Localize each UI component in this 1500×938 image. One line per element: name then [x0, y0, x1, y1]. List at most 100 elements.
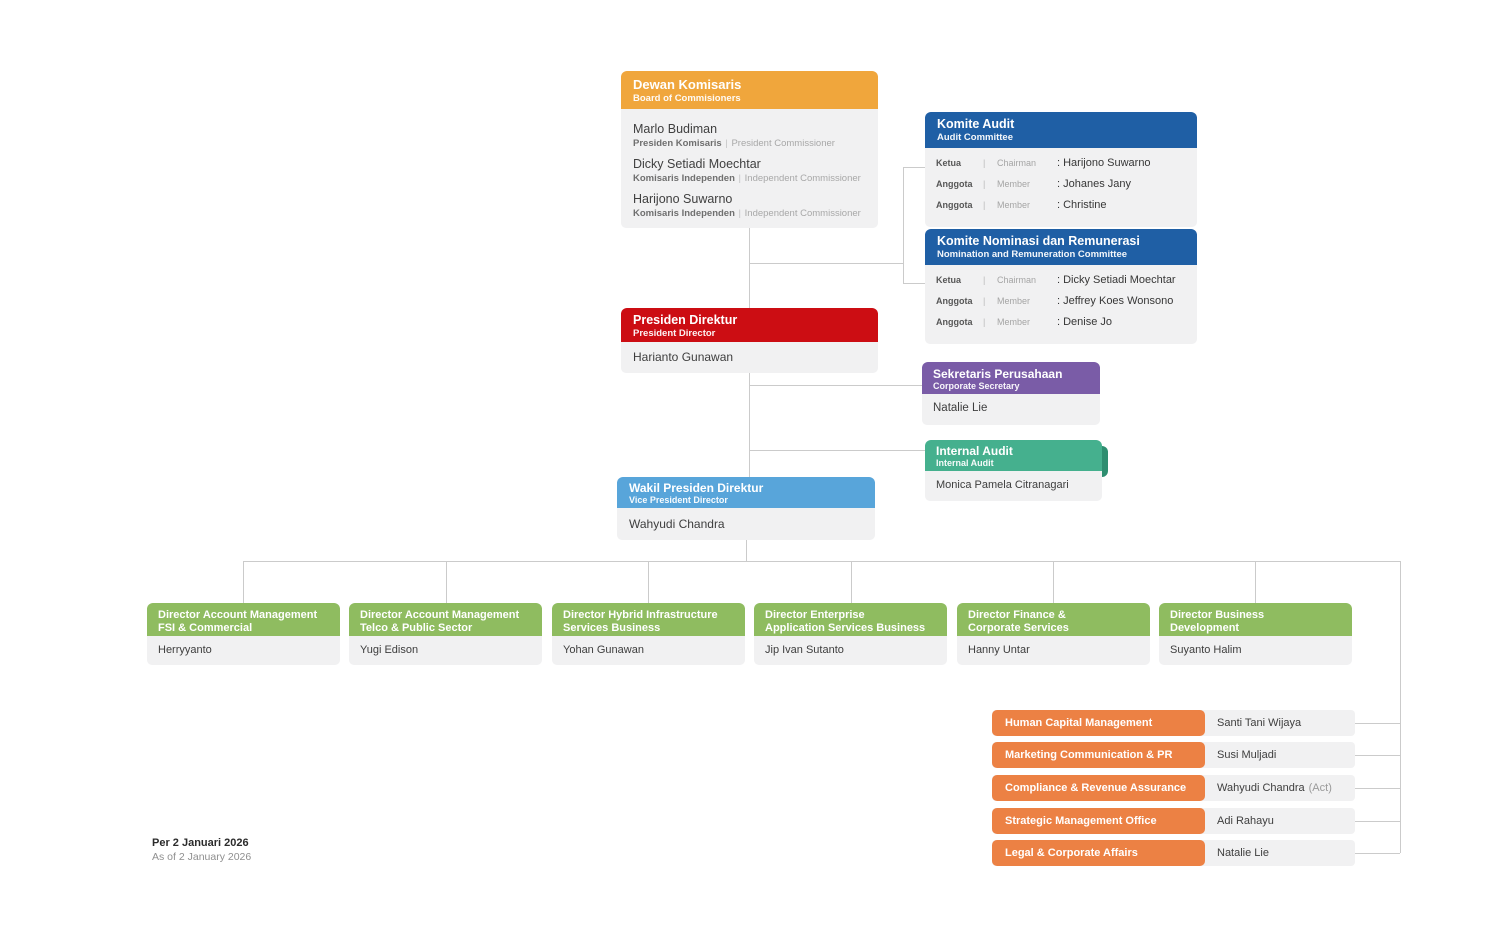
member-name: Dicky Setiadi Moechtar — [633, 157, 761, 171]
president-director-body: Harianto Gunawan — [621, 342, 878, 373]
president-director-header: Presiden Direktur President Director — [621, 308, 878, 342]
connector-drop-director-3 — [648, 561, 649, 603]
row-person: : Harijono Suwarno — [1057, 157, 1151, 169]
nomination-committee-card: Komite Nominasi dan Remunerasi Nominatio… — [925, 229, 1197, 344]
president-name: Harianto Gunawan — [633, 350, 734, 364]
member-role: Komisaris Independen | Independent Commi… — [633, 173, 866, 184]
connector-drop-director-6 — [1255, 561, 1256, 603]
connector-branch-secretary — [749, 385, 922, 386]
board-member: Dicky Setiadi Moechtar Komisaris Indepen… — [633, 157, 866, 184]
director-title-line2: Telco & Public Sector — [360, 622, 473, 635]
board-title: Dewan Komisaris — [633, 77, 742, 92]
unit-head-name: Natalie Lie — [1217, 847, 1269, 859]
vice-president-title: Wakil Presiden Direktur — [629, 481, 764, 495]
director-name: Suyanto Halim — [1159, 636, 1352, 665]
row-role-id: Ketua — [936, 158, 962, 168]
director-name: Herryyanto — [147, 636, 340, 665]
row-person: : Jeffrey Koes Wonsono — [1057, 295, 1174, 307]
row-separator: | — [983, 317, 986, 327]
unit-row-legal-corporate-affairs: Legal & Corporate Affairs Natalie Lie — [992, 840, 1355, 866]
row-role-id: Anggota — [936, 296, 973, 306]
director-header: Director Finance & Corporate Services — [957, 603, 1150, 636]
row-person: : Denise Jo — [1057, 316, 1113, 328]
director-name: Yugi Edison — [349, 636, 542, 665]
connector-stub-nomination-committee — [903, 283, 925, 284]
unit-head-name: Santi Tani Wijaya — [1217, 717, 1302, 729]
unit-head-name: Susi Muljadi — [1217, 749, 1277, 761]
board-of-commissioners-card: Dewan Komisaris Board of Commisioners Ma… — [621, 71, 878, 228]
director-title-line1: Director Hybrid Infrastructure — [563, 609, 718, 621]
unit-label: Marketing Communication & PR — [992, 742, 1205, 768]
connector-drop-director-1 — [243, 561, 244, 603]
nomination-committee-header: Komite Nominasi dan Remunerasi Nominatio… — [925, 229, 1197, 265]
committee-title: Komite Audit — [937, 117, 1015, 131]
president-subtitle: President Director — [633, 328, 716, 339]
board-header: Dewan Komisaris Board of Commisioners — [621, 71, 878, 109]
unit-row-strategic-management: Strategic Management Office Adi Rahayu — [992, 808, 1355, 834]
committee-row: Anggota|Member: Denise Jo — [925, 316, 1197, 337]
vice-president-body: Wahyudi Chandra — [617, 508, 875, 540]
director-title-line1: Director Account Management — [360, 609, 520, 621]
board-member: Marlo Budiman Presiden Komisaris | Presi… — [633, 122, 866, 149]
row-separator: | — [983, 200, 986, 210]
secretary-title: Sekretaris Perusahaan — [933, 367, 1063, 381]
internal-audit-title: Internal Audit — [936, 444, 1013, 458]
unit-label: Strategic Management Office — [992, 808, 1205, 834]
director-title-line2: Corporate Services — [968, 622, 1069, 635]
committee-title: Komite Nominasi dan Remunerasi — [937, 234, 1140, 248]
committee-row: Anggota|Member: Johanes Jany — [925, 178, 1197, 199]
unit-head: Santi Tani Wijaya — [1217, 710, 1305, 736]
internal-audit-card: Internal Audit Internal Audit Monica Pam… — [925, 440, 1108, 501]
director-name: Jip Ivan Sutanto — [754, 636, 947, 665]
vice-president-director-card: Wakil Presiden Direktur Vice President D… — [617, 477, 875, 540]
unit-head: Wahyudi Chandra(Act) — [1217, 775, 1332, 801]
committee-subtitle: Audit Committee — [937, 132, 1013, 143]
unit-head: Adi Rahayu — [1217, 808, 1278, 834]
member-role: Presiden Komisaris | President Commissio… — [633, 138, 866, 149]
unit-row-compliance-revenue: Compliance & Revenue Assurance Wahyudi C… — [992, 775, 1355, 801]
vice-president-name: Wahyudi Chandra — [629, 517, 725, 531]
row-role-id: Anggota — [936, 200, 973, 210]
unit-head-name: Wahyudi Chandra — [1217, 782, 1305, 794]
connector-units-vertical — [1400, 561, 1401, 853]
unit-head: Natalie Lie — [1217, 840, 1273, 866]
row-role-id: Anggota — [936, 179, 973, 189]
role-id: Komisaris Independen — [633, 208, 735, 219]
unit-head-name: Adi Rahayu — [1217, 815, 1274, 827]
committee-subtitle: Nomination and Remuneration Committee — [937, 249, 1128, 260]
board-subtitle: Board of Commisioners — [633, 92, 741, 104]
director-name: Hanny Untar — [957, 636, 1150, 665]
president-title: Presiden Direktur — [633, 313, 738, 327]
row-role-en: Member — [997, 296, 1031, 306]
unit-label: Compliance & Revenue Assurance — [992, 775, 1205, 801]
director-title-line2: Application Services Business — [765, 622, 926, 635]
as-of-date-indonesian: Per 2 Januari 2026 — [152, 837, 249, 849]
role-en: President Commissioner — [731, 138, 835, 149]
connector-trunk-vp-directors — [746, 540, 747, 561]
row-separator: | — [983, 296, 986, 306]
audit-committee-body: Ketua | Chairman : Harijono Suwarno Anggota… — [925, 148, 1197, 227]
audit-committee-header: Komite Audit Audit Committee — [925, 112, 1197, 148]
director-name: Yohan Gunawan — [552, 636, 745, 665]
role-id: Komisaris Independen — [633, 173, 735, 184]
connector-directors-horizontal — [243, 561, 1400, 562]
role-en: Independent Commissioner — [744, 173, 861, 184]
unit-acting-suffix: (Act) — [1308, 782, 1332, 794]
as-of-date-english: As of 2 January 2026 — [152, 851, 252, 863]
connector-stub-unit-4 — [1355, 821, 1400, 822]
audit-committee-card: Komite Audit Audit Committee Ketua | Chair… — [925, 112, 1197, 227]
director-header: Director Account Management Telco & Publ… — [349, 603, 542, 636]
connector-drop-director-5 — [1053, 561, 1054, 603]
row-role-en: Chairman — [997, 158, 1037, 168]
director-title-line1: Director Enterprise — [765, 609, 865, 621]
connector-trunk-board-president — [749, 221, 750, 308]
director-title-line1: Director Business — [1170, 609, 1265, 621]
director-card-finance-corporate: Director Finance & Corporate Services Ha… — [957, 603, 1150, 665]
connector-trunk-president-vp — [749, 373, 750, 477]
connector-stub-audit-committee — [903, 167, 925, 168]
member-name: Harijono Suwarno — [633, 192, 733, 206]
director-title-line1: Director Account Management — [158, 609, 318, 621]
role-en: Independent Commissioner — [744, 208, 861, 219]
member-name: Marlo Budiman — [633, 122, 718, 136]
